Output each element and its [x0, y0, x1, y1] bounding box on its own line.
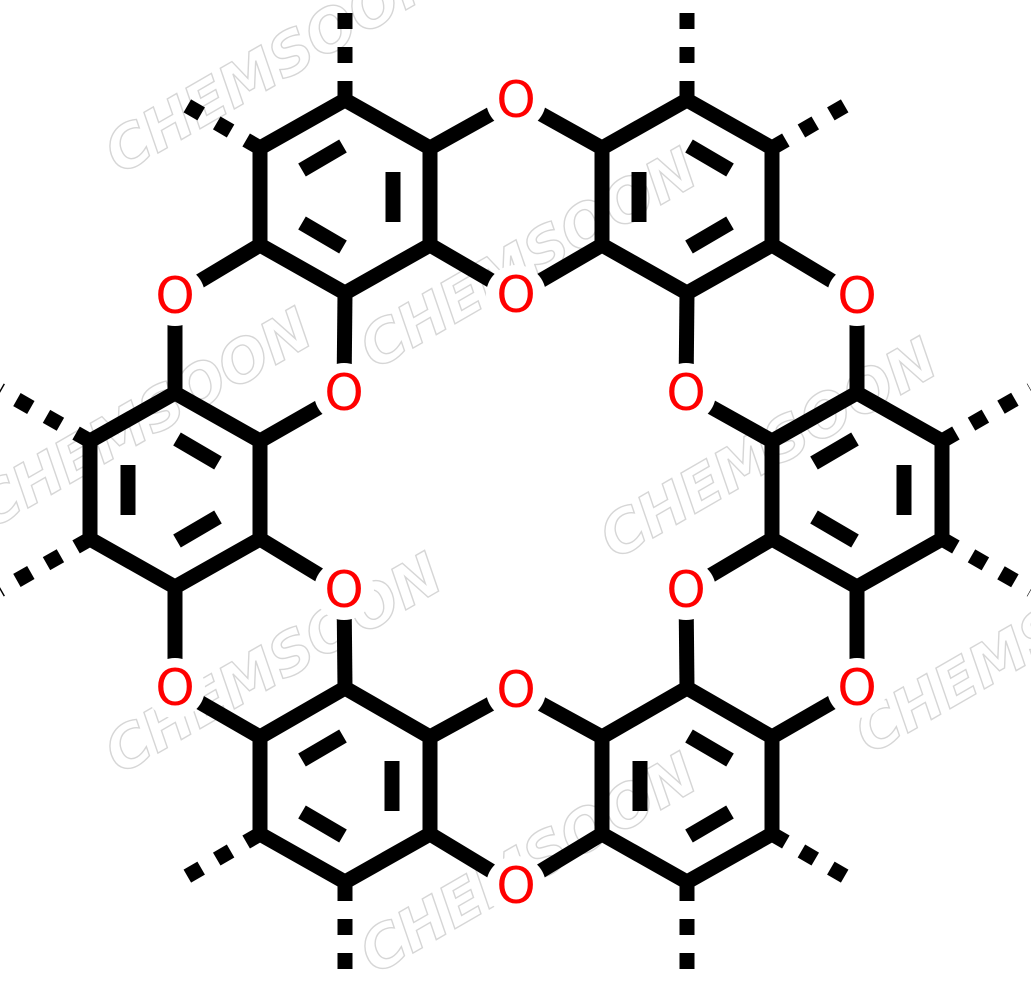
- dashed-bond: [0, 532, 94, 597]
- oxygen-label: O: [496, 71, 535, 129]
- benzene-ring-a: [252, 91, 438, 302]
- oxygen-atom: O: [486, 856, 546, 916]
- oxygen-label: O: [155, 659, 194, 717]
- double-bond: [685, 805, 734, 843]
- oxygen-atom: O: [486, 70, 546, 130]
- watermark: CHEMSOON: [843, 520, 1031, 768]
- oxygen-atom: O: [827, 266, 887, 326]
- double-bond: [173, 510, 222, 548]
- dashed-bond: [768, 90, 864, 155]
- double-bond: [810, 510, 859, 548]
- dashed-bond: [938, 532, 1031, 597]
- oxygen-label: O: [837, 267, 876, 325]
- double-bond: [298, 805, 347, 843]
- oxygen-label: O: [496, 857, 535, 915]
- oxygen-label: O: [324, 364, 363, 422]
- double-bond: [685, 216, 734, 254]
- oxygen-label: O: [155, 267, 194, 325]
- oxygen-atoms: O O O O O O O O O O O O: [145, 70, 887, 916]
- double-bonds: [120, 139, 912, 843]
- double-bond: [685, 139, 734, 177]
- oxygen-atom: O: [486, 265, 546, 325]
- oxygen-label: O: [324, 561, 363, 619]
- oxygen-atom: O: [656, 560, 716, 620]
- double-bond: [685, 729, 734, 767]
- oxygen-atom: O: [827, 658, 887, 718]
- double-bond: [298, 139, 347, 177]
- dashed-bond: [938, 383, 1031, 448]
- double-bond: [173, 432, 222, 470]
- oxygen-label: O: [496, 661, 535, 719]
- double-bond: [810, 432, 859, 470]
- benzene-ring-e: [252, 679, 438, 891]
- oxygen-label: O: [666, 561, 705, 619]
- benzene-rings: [82, 91, 950, 891]
- oxygen-label: O: [837, 659, 876, 717]
- oxygen-label: O: [496, 266, 535, 324]
- double-bond: [298, 729, 347, 767]
- oxygen-atom: O: [314, 363, 374, 423]
- watermark: CHEMSOON: [93, 0, 454, 187]
- oxygen-atom: O: [656, 363, 716, 423]
- dashed-bond: [168, 827, 264, 892]
- oxygen-atom: O: [145, 658, 205, 718]
- dashed-bond: [0, 383, 94, 448]
- oxygen-atom: O: [314, 560, 374, 620]
- oxygen-label: O: [666, 364, 705, 422]
- dashed-bond: [768, 827, 864, 892]
- oxygen-atom: O: [145, 266, 205, 326]
- oxygen-atom: O: [486, 660, 546, 720]
- double-bond: [298, 216, 347, 254]
